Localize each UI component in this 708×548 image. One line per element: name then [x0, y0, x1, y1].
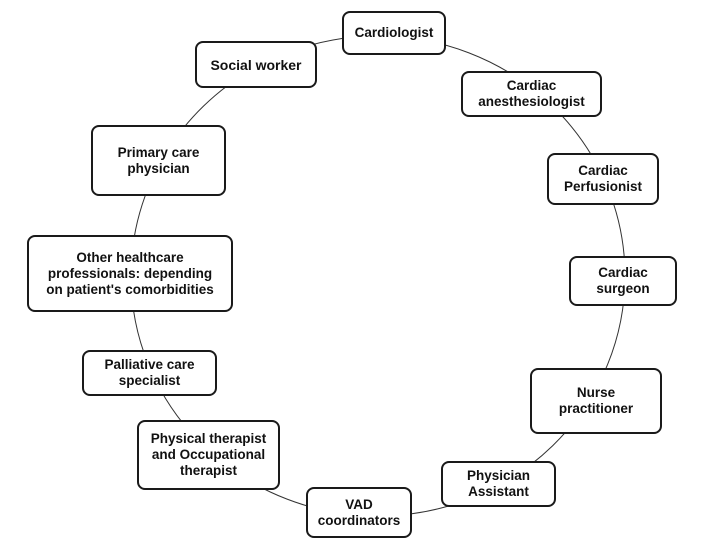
role-label: Social worker	[210, 56, 302, 73]
role-box-primary-care-physician: Primary care physician	[91, 125, 226, 196]
role-box-cardiac-surgeon: Cardiac surgeon	[569, 256, 677, 306]
role-label: VAD coordinators	[317, 496, 401, 528]
role-box-other-healthcare-professionals: Other healthcare professionals: dependin…	[27, 235, 233, 312]
role-box-physician-assistant: Physician Assistant	[441, 461, 556, 507]
role-label: Cardiac surgeon	[596, 265, 650, 296]
role-label: Primary care physician	[117, 144, 200, 176]
role-box-social-worker: Social worker	[195, 41, 317, 88]
role-label: Cardiac Perfusionist	[563, 163, 642, 194]
role-label: Cardiac anesthesiologist	[478, 78, 585, 109]
role-box-palliative-care-specialist: Palliative care specialist	[82, 350, 217, 396]
role-box-cardiac-anesthesiologist: Cardiac anesthesiologist	[461, 71, 602, 117]
role-box-cardiologist: Cardiologist	[342, 11, 446, 55]
role-box-nurse-practitioner: Nurse practitioner	[530, 368, 662, 434]
role-box-cardiac-perfusionist: Cardiac Perfusionist	[547, 153, 659, 205]
role-box-vad-coordinators: VAD coordinators	[306, 487, 412, 538]
role-label: Physical therapist and Occupational ther…	[150, 431, 267, 478]
role-label: Physician Assistant	[466, 468, 531, 499]
role-box-physical-occupational-therapist: Physical therapist and Occupational ther…	[137, 420, 280, 490]
role-label: Other healthcare professionals: dependin…	[46, 249, 214, 297]
role-label: Palliative care specialist	[104, 357, 195, 388]
role-label: Cardiologist	[354, 25, 434, 40]
role-label: Nurse practitioner	[558, 385, 634, 416]
